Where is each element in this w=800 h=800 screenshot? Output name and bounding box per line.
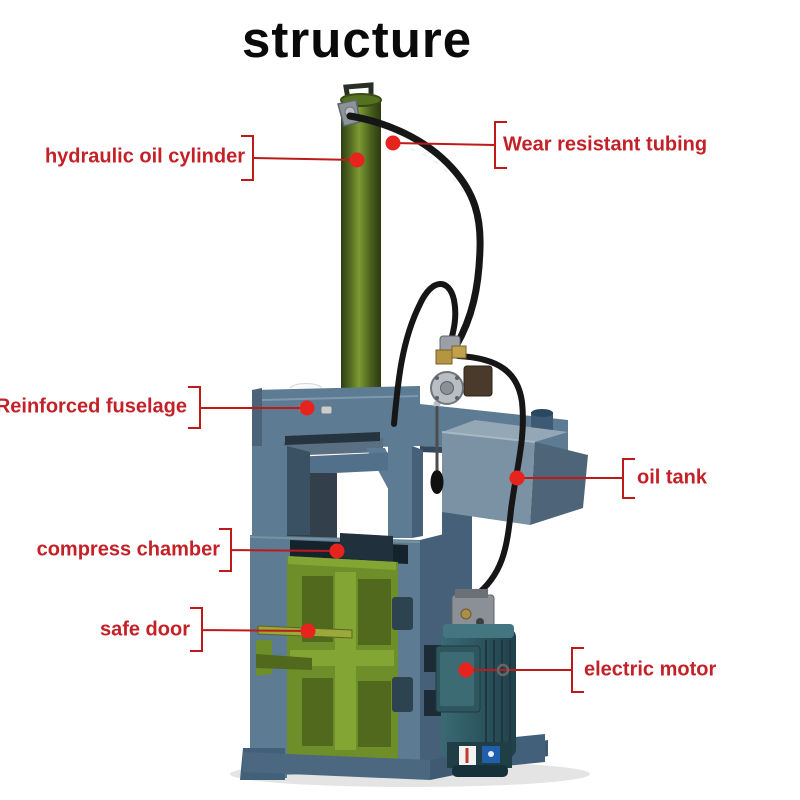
label-reinforced-fuselage: Reinforced fuselage [0, 395, 187, 418]
brass-fitting [451, 345, 467, 359]
valve-block [430, 335, 493, 405]
beam-bolt [320, 405, 333, 415]
dot-safe-door [300, 623, 316, 639]
leader-electric-motor [466, 647, 584, 693]
dot-hydraulic-oil-cylinder [349, 152, 365, 168]
door-recess [358, 681, 391, 747]
hose-to-pump [455, 353, 526, 600]
leader-oil-tank [517, 458, 635, 499]
label-compress-chamber: compress chamber [36, 538, 220, 561]
label-wear-resistant-tubing: Wear resistant tubing [503, 133, 708, 156]
label-safe-door: safe door [99, 618, 190, 641]
tank-side [530, 442, 588, 525]
hose-loop [391, 281, 459, 427]
door-recess [302, 678, 333, 746]
lifting-handle [343, 82, 374, 100]
door-hinge [392, 597, 413, 630]
motor-label-band [447, 742, 512, 768]
leader-wear-resistant-tubing [392, 121, 507, 169]
door-recess [358, 579, 391, 645]
dot-wear-resistant-tubing [385, 135, 401, 151]
hydraulic-cylinder [337, 82, 382, 398]
hydraulic-hoses [346, 112, 526, 600]
leader-safe-door [190, 607, 309, 652]
dot-reinforced-fuselage [299, 400, 315, 416]
label-hydraulic-oil-cylinder: hydraulic oil cylinder [44, 145, 245, 168]
leader-hydraulic-oil-cylinder [241, 135, 358, 181]
motor-eyebolt [496, 663, 510, 677]
door-rail [290, 650, 394, 666]
leader-compress-chamber [219, 528, 338, 572]
lever-knob [430, 470, 444, 494]
right-column [388, 446, 412, 538]
hose-cylinder [346, 112, 484, 350]
label-oil-tank: oil tank [637, 466, 708, 489]
dot-compress-chamber [329, 543, 345, 559]
dot-oil-tank [509, 470, 525, 486]
dot-electric-motor [458, 662, 474, 678]
door-hinge [392, 677, 413, 712]
brass-fitting [435, 349, 453, 365]
leader-reinforced-fuselage [188, 386, 307, 429]
label-electric-motor: electric motor [584, 658, 717, 681]
safe-door [256, 556, 413, 766]
callout-leaders [188, 121, 635, 693]
page-title: structure [242, 11, 473, 68]
